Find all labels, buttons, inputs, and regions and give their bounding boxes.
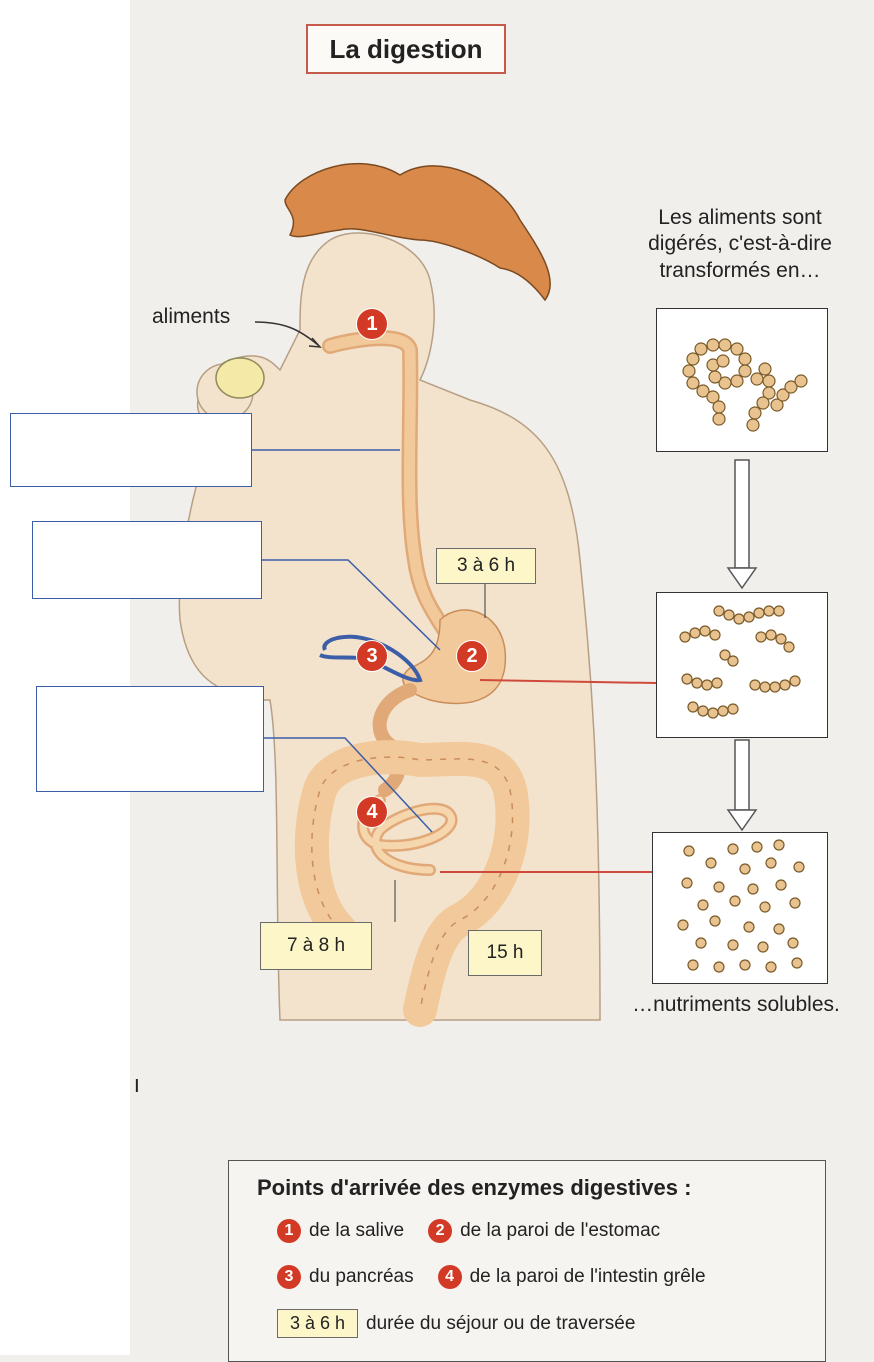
badge-1: 1	[356, 308, 388, 340]
legend-time-text: durée du séjour ou de traversée	[366, 1313, 635, 1335]
panel-medium-molecules	[656, 592, 828, 738]
legend-text-2: de la paroi de l'estomac	[460, 1220, 660, 1242]
panel-large-molecules	[656, 308, 828, 452]
body-silhouette	[179, 233, 600, 1020]
legend-text-3: du pancréas	[309, 1266, 414, 1288]
answer-box-1[interactable]	[10, 413, 252, 487]
badge-3: 3	[356, 640, 388, 672]
legend-badge-4: 4	[438, 1265, 462, 1289]
legend-box: Points d'arrivée des enzymes digestives …	[228, 1160, 826, 1362]
intro-line-2: digérés, c'est-à-dire	[620, 231, 860, 257]
food-piece	[216, 358, 264, 398]
legend-badge-3: 3	[277, 1265, 301, 1289]
legend-text-1: de la salive	[309, 1220, 404, 1242]
starch-chain-illustration	[657, 309, 827, 451]
outro-text: …nutriments solubles.	[600, 992, 872, 1018]
fragment-chains-illustration	[657, 593, 827, 737]
answer-box-3[interactable]	[36, 686, 264, 792]
answer-box-2[interactable]	[32, 521, 262, 599]
intro-line-1: Les aliments sont	[620, 205, 860, 231]
legend-text-4: de la paroi de l'intestin grêle	[470, 1266, 706, 1288]
intro-line-3: transformés en…	[620, 258, 860, 284]
legend-badge-1: 1	[277, 1219, 301, 1243]
badge-4: 4	[356, 796, 388, 828]
intro-text: Les aliments sont digérés, c'est-à-dire …	[620, 205, 860, 284]
legend-title: Points d'arrivée des enzymes digestives …	[257, 1175, 691, 1201]
down-arrow-1	[728, 460, 756, 588]
legend-row-1: 1 de la salive 2 de la paroi de l'estoma…	[277, 1219, 660, 1243]
legend-row-2: 3 du pancréas 4 de la paroi de l'intesti…	[277, 1265, 706, 1289]
time-large-intestine: 15 h	[468, 930, 542, 976]
panel-soluble-nutrients	[652, 832, 828, 984]
legend-time-example: 3 à 6 h	[277, 1309, 358, 1338]
legend-row-3: 3 à 6 h durée du séjour ou de traversée	[277, 1309, 635, 1338]
stray-glyph: ו	[134, 1072, 140, 1098]
time-stomach: 3 à 6 h	[436, 548, 536, 584]
label-aliments: aliments	[152, 305, 230, 329]
nutrient-particles-illustration	[653, 833, 827, 983]
down-arrow-2	[728, 740, 756, 830]
legend-badge-2: 2	[428, 1219, 452, 1243]
badge-2: 2	[456, 640, 488, 672]
time-small-intestine: 7 à 8 h	[260, 922, 372, 970]
